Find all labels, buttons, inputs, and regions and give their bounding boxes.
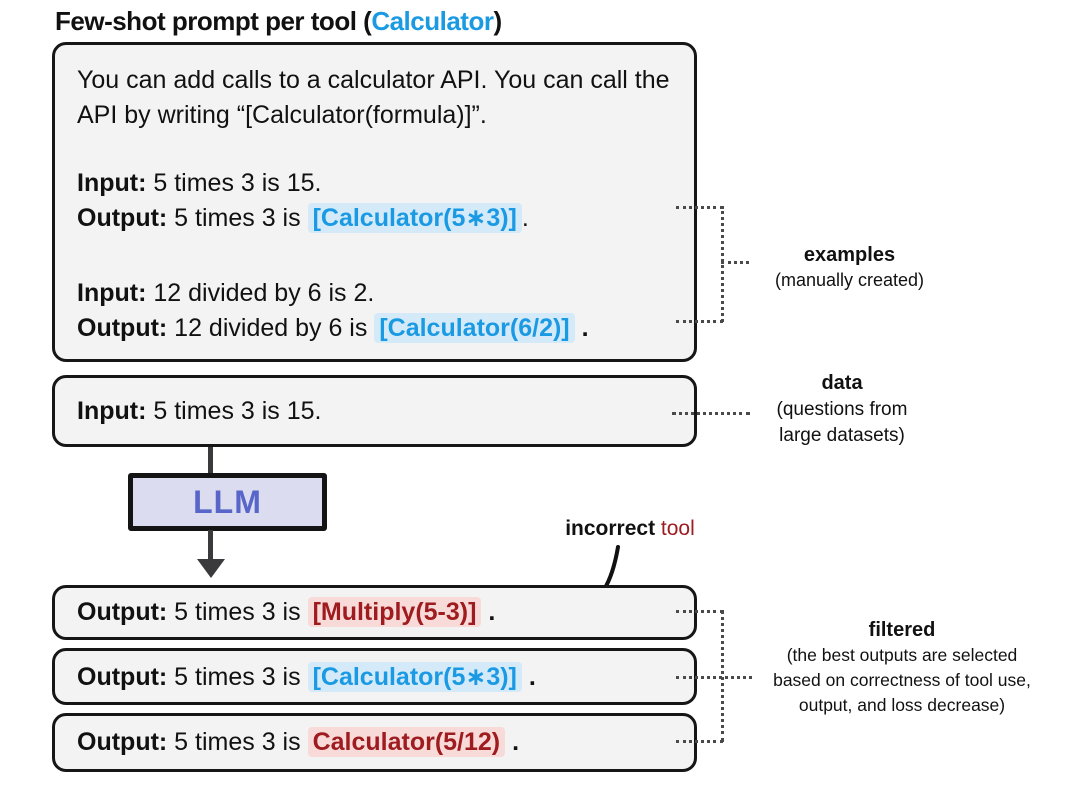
llm-label: LLM	[193, 483, 262, 520]
prompt-box: You can add calls to a calculator API. Y…	[52, 42, 697, 362]
data-input-box: Input: 5 times 3 is 15.	[52, 375, 697, 447]
example-2: Input: 12 divided by 6 is 2. Output: 12 …	[77, 276, 672, 346]
output-text: 12 divided by 6 is	[167, 314, 375, 342]
example-1: Input: 5 times 3 is 15. Output: 5 times …	[77, 166, 672, 236]
examples-bracket-bottom	[676, 320, 723, 323]
tool-call-highlight: [Calculator(5∗3)]	[307, 203, 522, 233]
output-text: 5 times 3 is	[167, 204, 308, 232]
data-connector	[672, 412, 750, 415]
filtered-annotation-line: (the best outputs are selected	[786, 645, 1018, 665]
examples-bracket-vertical	[721, 206, 724, 322]
output-text: 5 times 3 is	[167, 662, 308, 691]
data-annotation-title: data	[821, 372, 863, 394]
title-tool-name: Calculator	[371, 6, 494, 36]
examples-bracket-top	[676, 206, 723, 209]
connector-line	[208, 447, 213, 475]
input-label: Input:	[77, 169, 147, 197]
output-suffix: .	[574, 314, 589, 342]
output-row-incorrect-tool: Output: 5 times 3 is [Multiply(5-3)] .	[52, 585, 697, 640]
filtered-bracket-middle	[676, 676, 752, 679]
incorrect-word: incorrect	[565, 517, 656, 540]
example-2-output: Output: 12 divided by 6 is [Calculator(6…	[77, 311, 672, 346]
examples-annotation-subtitle: (manually created)	[774, 270, 925, 290]
input-text: 12 divided by 6 is 2.	[146, 279, 375, 307]
tool-call-highlight: [Multiply(5-3)]	[307, 597, 482, 627]
input-label: Input:	[77, 396, 147, 425]
tool-call-highlight: [Calculator(5∗3)]	[307, 661, 522, 692]
examples-annotation: examples (manually created)	[742, 242, 957, 293]
example-2-input: Input: 12 divided by 6 is 2.	[77, 276, 672, 311]
output-label: Output:	[77, 204, 168, 232]
input-text: 5 times 3 is 15.	[146, 169, 322, 197]
tool-word: tool	[655, 517, 695, 540]
output-suffix: .	[521, 204, 529, 232]
title-close-paren: )	[493, 6, 502, 36]
filtered-bracket-top	[676, 610, 723, 613]
incorrect-tool-label: incorrect tool	[545, 517, 715, 541]
filtered-annotation: filtered (the best outputs are selected …	[752, 617, 1052, 718]
tool-call-highlight: [Calculator(6/2)]	[374, 313, 575, 343]
examples-bracket-label-stub	[721, 261, 749, 264]
prompt-instruction: You can add calls to a calculator API. Y…	[77, 66, 670, 129]
example-1-input: Input: 5 times 3 is 15.	[77, 166, 672, 201]
output-suffix: .	[505, 728, 520, 756]
output-row-incorrect-syntax: Output: 5 times 3 is Calculator(5/12) .	[52, 713, 697, 772]
filtered-annotation-title: filtered	[868, 619, 936, 641]
output-label: Output:	[77, 662, 168, 691]
filtered-bracket-bottom	[676, 740, 723, 743]
output-suffix: .	[481, 598, 496, 626]
tool-call-highlight: Calculator(5/12)	[307, 727, 506, 757]
llm-box: LLM	[128, 473, 327, 531]
output-row-correct: Output: 5 times 3 is [Calculator(5∗3)] .	[52, 648, 697, 705]
page-title: Few-shot prompt per tool (Calculator)	[55, 6, 502, 37]
input-label: Input:	[77, 279, 147, 307]
input-text: 5 times 3 is 15.	[146, 396, 322, 425]
output-label: Output:	[77, 598, 168, 626]
title-main: Few-shot prompt per tool	[55, 6, 357, 36]
output-text: 5 times 3 is	[167, 598, 308, 626]
filtered-annotation-line: output, and loss decrease)	[798, 695, 1006, 715]
output-label: Output:	[77, 314, 168, 342]
output-label: Output:	[77, 728, 168, 756]
title-open-paren: (	[356, 6, 372, 36]
examples-annotation-title: examples	[803, 244, 896, 266]
data-annotation: data (questions from large datasets)	[752, 370, 932, 449]
example-1-output: Output: 5 times 3 is [Calculator(5∗3)].	[77, 201, 672, 236]
output-suffix: .	[521, 662, 536, 691]
data-annotation-line: (questions from	[776, 399, 908, 420]
connector-line	[208, 530, 213, 561]
filtered-annotation-line: based on correctness of tool use,	[773, 670, 1031, 690]
output-text: 5 times 3 is	[167, 728, 308, 756]
down-arrow-icon	[197, 559, 225, 578]
data-annotation-line: large datasets)	[779, 425, 905, 446]
